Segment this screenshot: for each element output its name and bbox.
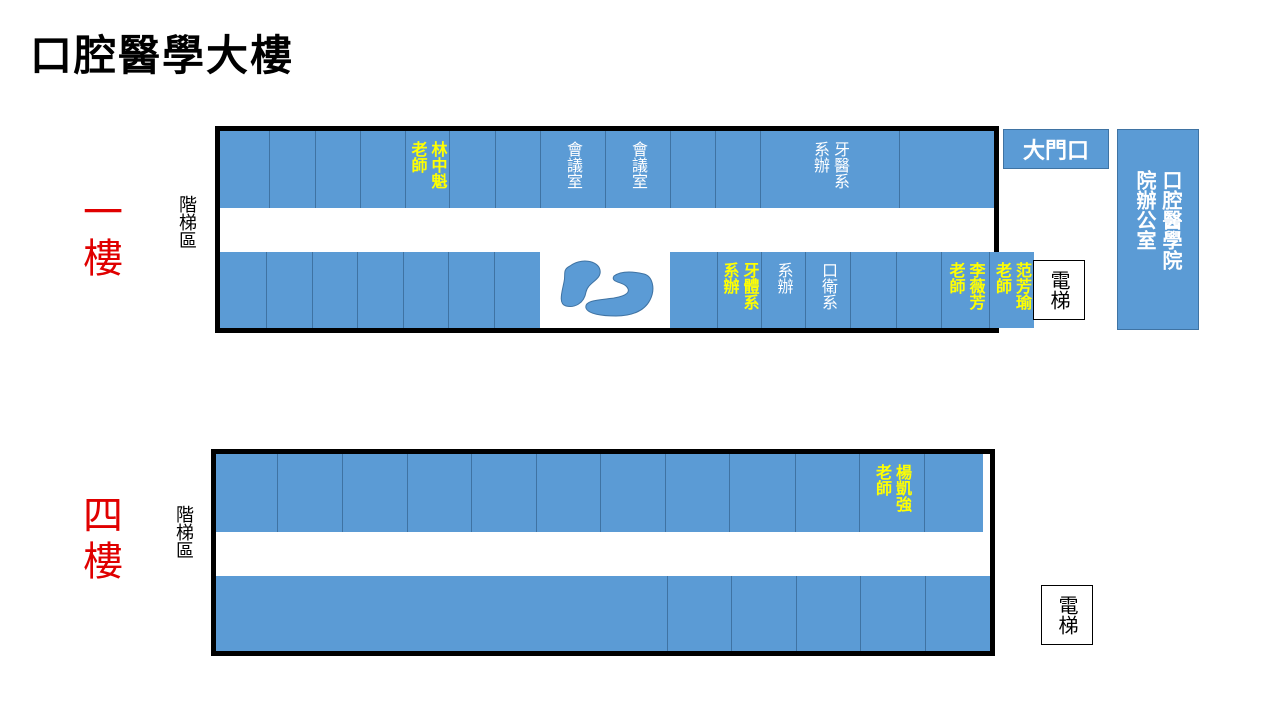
elevator-label-1f: 電梯 xyxy=(1047,270,1071,310)
room xyxy=(313,252,358,328)
elevator-1f: 電梯 xyxy=(1033,260,1085,320)
room-label: 牙醫系系辦 xyxy=(811,141,850,189)
room xyxy=(404,252,449,328)
elevator-4f: 電梯 xyxy=(1041,585,1093,645)
room xyxy=(797,576,861,651)
room xyxy=(668,576,732,651)
dean-office-line-1: 口腔醫學院 xyxy=(1159,170,1183,270)
pond-left xyxy=(560,260,601,307)
room-label: 林中魁老師 xyxy=(408,141,448,189)
room: 牙體系系辦 xyxy=(718,252,762,328)
room-label: 口衛系 xyxy=(819,262,838,310)
room xyxy=(278,454,343,532)
fourth-floor-top-rooms: 楊凱強老師 xyxy=(216,454,983,532)
room-label-line: 楊凱強 xyxy=(893,464,912,512)
room-label-line: 系辦 xyxy=(774,262,794,294)
main-entrance-box: 大門口 xyxy=(1003,129,1109,169)
room xyxy=(316,131,361,208)
room xyxy=(449,252,495,328)
room xyxy=(408,454,472,532)
room-label-line: 會議室 xyxy=(629,141,648,189)
room xyxy=(220,131,270,208)
dean-office-line-2: 院辦公室 xyxy=(1133,170,1157,250)
room xyxy=(270,131,316,208)
elevator-label-4f: 電梯 xyxy=(1055,595,1079,635)
room-label-line: 牙醫系 xyxy=(831,141,850,189)
room: 系辦 xyxy=(762,252,806,328)
first-floor-top-rooms: 林中魁老師 會議室 會議室 牙醫系系辦 xyxy=(220,131,994,208)
room xyxy=(670,252,718,328)
room xyxy=(216,576,668,651)
room xyxy=(671,131,716,208)
room-label-line: 老師 xyxy=(873,464,892,496)
room: 口衛系 xyxy=(806,252,851,328)
room xyxy=(361,131,406,208)
room-label: 李薇芳老師 xyxy=(946,262,986,310)
page-title: 口腔醫學大樓 xyxy=(30,31,295,80)
stairs-label-1f: 階梯區 xyxy=(176,195,197,249)
room: 牙醫系系辦 xyxy=(761,131,900,208)
room-label: 系辦 xyxy=(774,262,794,294)
room xyxy=(496,131,541,208)
room: 會議室 xyxy=(541,131,606,208)
room xyxy=(358,252,404,328)
courtyard-pond-shapes xyxy=(560,260,654,317)
room-label: 牙體系系辦 xyxy=(720,262,760,310)
room xyxy=(472,454,537,532)
main-entrance-label: 大門口 xyxy=(1022,139,1089,164)
room xyxy=(796,454,860,532)
room xyxy=(601,454,666,532)
room xyxy=(926,576,990,651)
room-label-line: 李薇芳 xyxy=(966,262,986,310)
room: 范芳瑜老師 xyxy=(990,252,1034,328)
room xyxy=(925,454,983,532)
courtyard xyxy=(540,252,670,328)
room-label-line: 老師 xyxy=(993,262,1012,294)
room-label: 楊凱強老師 xyxy=(873,464,912,512)
room-label-line: 老師 xyxy=(408,141,428,173)
room xyxy=(267,252,313,328)
room xyxy=(900,131,994,208)
first-floor-bottom-right-rooms: 牙體系系辦系辦口衛系李薇芳老師范芳瑜老師 xyxy=(670,252,1034,328)
floor-label-1f: 一樓 xyxy=(83,190,123,282)
floor-label-4f: 四樓 xyxy=(83,493,123,585)
room xyxy=(450,131,496,208)
room-label-line: 老師 xyxy=(946,262,966,294)
room: 楊凱強老師 xyxy=(860,454,925,532)
room-label-line: 系辦 xyxy=(811,141,830,173)
room-label-line: 牙體系 xyxy=(740,262,760,310)
room-label-line: 口衛系 xyxy=(819,262,838,310)
first-floor-bottom-left-rooms xyxy=(220,252,540,328)
dean-office-box: 口腔醫學院 院辦公室 xyxy=(1117,129,1199,330)
room xyxy=(716,131,761,208)
fourth-floor-bottom-rooms xyxy=(216,576,990,651)
room-label: 會議室 xyxy=(629,141,648,189)
room: 李薇芳老師 xyxy=(942,252,990,328)
room xyxy=(666,454,730,532)
room-label: 范芳瑜老師 xyxy=(993,262,1032,310)
room: 林中魁老師 xyxy=(406,131,450,208)
room xyxy=(537,454,601,532)
fourth-floor-plan: 楊凱強老師 xyxy=(211,449,995,656)
room: 會議室 xyxy=(606,131,671,208)
room xyxy=(343,454,408,532)
room-label-line: 林中魁 xyxy=(428,141,448,189)
room-label-line: 范芳瑜 xyxy=(1013,262,1032,310)
room xyxy=(851,252,897,328)
room xyxy=(897,252,942,328)
pond-right xyxy=(585,271,654,317)
first-floor-plan: 林中魁老師會議室會議室牙醫系系辦 牙體系系辦系辦口衛系李薇芳老師范芳瑜老師 xyxy=(215,126,1034,333)
room xyxy=(495,252,540,328)
room-label-line: 系辦 xyxy=(720,262,740,294)
room xyxy=(216,454,278,532)
room xyxy=(732,576,797,651)
room xyxy=(730,454,796,532)
room xyxy=(861,576,926,651)
stairs-label-4f: 階梯區 xyxy=(173,505,194,559)
dean-office-text: 口腔醫學院 院辦公室 xyxy=(1133,170,1183,270)
room-label-line: 會議室 xyxy=(564,141,583,189)
room-label: 會議室 xyxy=(564,141,583,189)
room xyxy=(220,252,267,328)
